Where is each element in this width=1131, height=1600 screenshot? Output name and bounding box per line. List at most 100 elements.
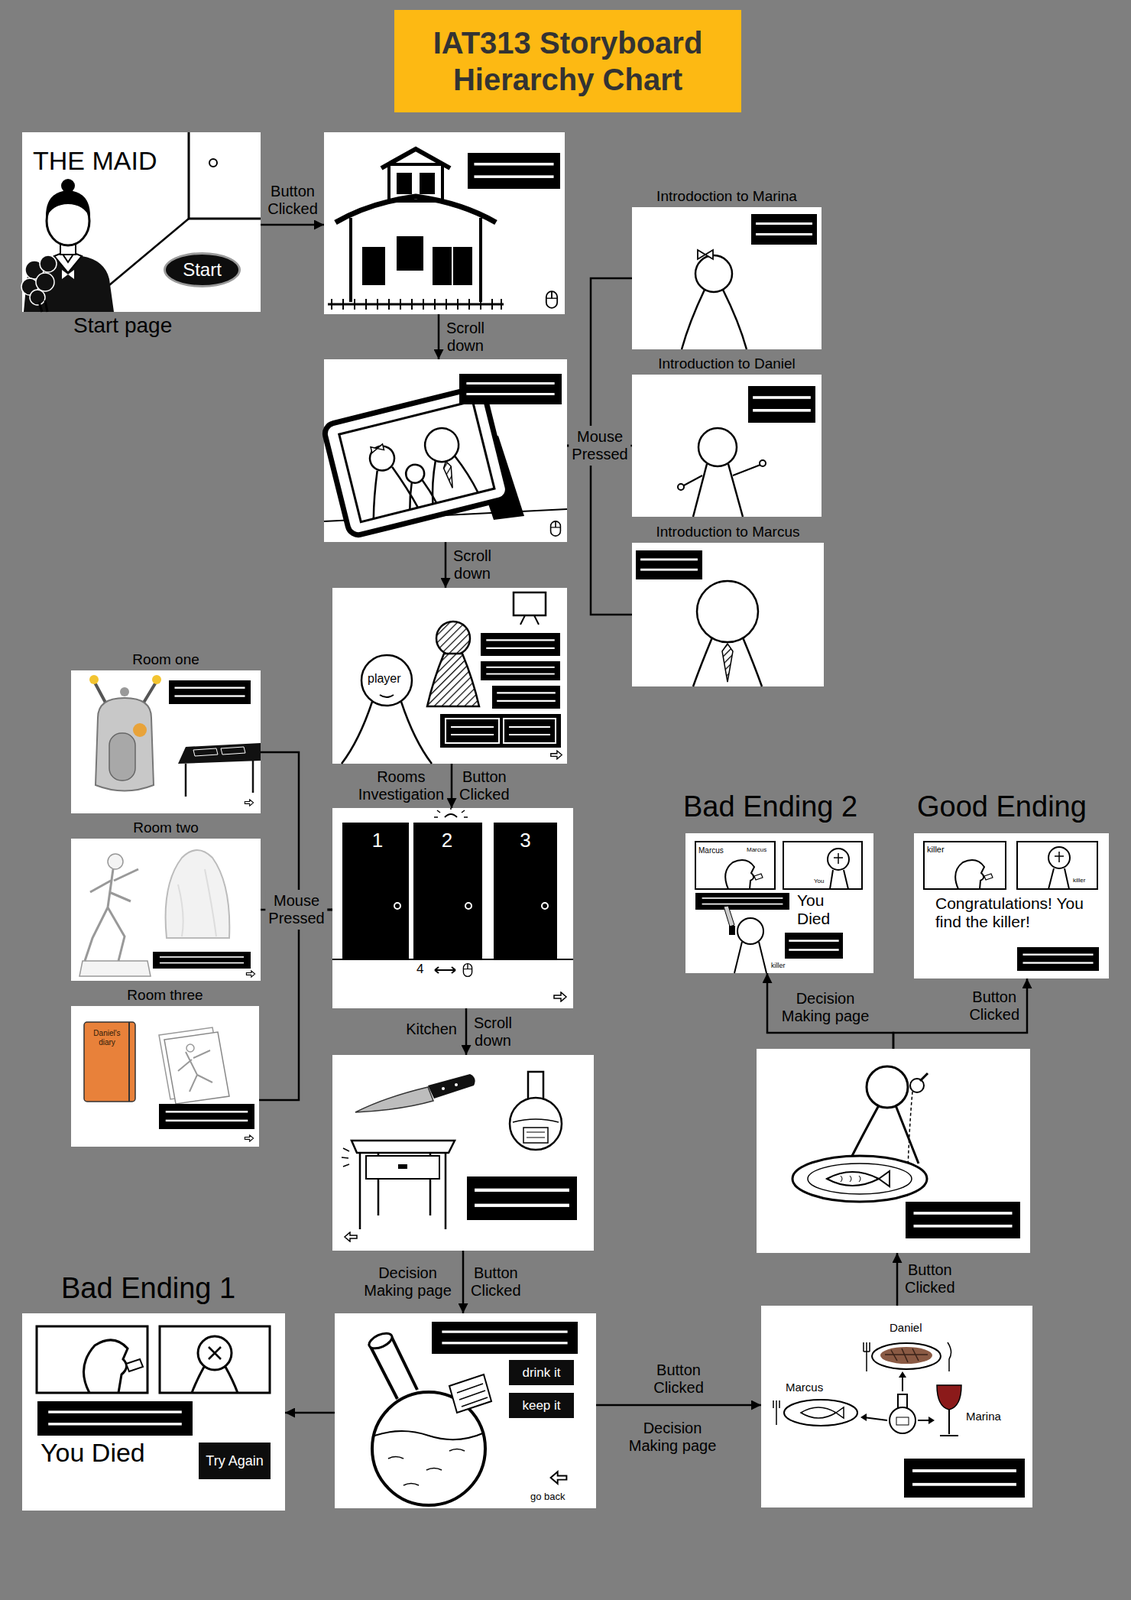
frame-text: 3 xyxy=(493,829,558,853)
bad-ending-2-art xyxy=(723,905,735,927)
edge-label: Button Clicked xyxy=(267,182,318,218)
title-text: IAT313 Storyboard Hierarchy Chart xyxy=(403,24,733,98)
potion-art xyxy=(431,1321,578,1354)
frame-text: Daniel's diary xyxy=(87,1028,127,1047)
edge-label: Button Clicked xyxy=(459,768,510,804)
dialogue-art xyxy=(503,718,556,743)
button: Start xyxy=(163,252,241,288)
potion-art xyxy=(334,1312,597,1508)
doors-art xyxy=(411,822,483,960)
storyboard-frame xyxy=(324,359,568,542)
daniel-art xyxy=(693,463,743,517)
house-art xyxy=(331,298,502,310)
connector xyxy=(767,972,894,1049)
frame-text: You xyxy=(813,877,825,885)
bad-ending-2-art xyxy=(695,892,790,910)
kitchen-art xyxy=(441,1086,445,1090)
storyboard-frame: Introdoction to Marina xyxy=(631,207,822,350)
kitchen-art xyxy=(355,1086,434,1112)
start-page-art xyxy=(21,132,261,312)
house-art xyxy=(335,196,496,223)
doors-art xyxy=(463,963,472,977)
storyboard-frame: Bad Ending 2MarcusMarcusYouYou Diedkille… xyxy=(685,832,874,973)
room-two-art xyxy=(152,951,251,969)
table-art xyxy=(871,1342,941,1369)
room-one-art xyxy=(109,732,136,781)
doors-art xyxy=(465,902,472,909)
room-three-art xyxy=(71,1005,260,1147)
frame-heading: Bad Ending 1 xyxy=(61,1271,236,1306)
table-art xyxy=(928,1416,935,1424)
bad-ending-1-art xyxy=(83,1339,128,1393)
edge-label: Scroll down xyxy=(446,319,485,355)
doors-art xyxy=(434,807,468,817)
pour-art xyxy=(866,1066,908,1108)
frame-text: 2 xyxy=(411,829,483,853)
room-two-art xyxy=(107,853,124,869)
house-art xyxy=(324,132,565,315)
frame-text: 1 xyxy=(342,829,413,853)
start-page-art xyxy=(21,255,57,305)
room-one-art xyxy=(132,722,147,737)
room-one-art xyxy=(71,670,261,814)
connector xyxy=(450,763,454,808)
potion-art xyxy=(334,1312,597,1508)
house-art xyxy=(451,246,454,286)
dialogue-art xyxy=(480,632,561,656)
frame-text: killer xyxy=(771,961,786,969)
daniel-art xyxy=(631,374,822,517)
room-three-art xyxy=(84,1021,136,1102)
connector xyxy=(260,751,333,910)
frame-heading: Introduction to Marcus xyxy=(631,523,824,541)
room-three-art xyxy=(186,1043,195,1052)
bad-ending-1-art xyxy=(22,1312,286,1511)
doors-art xyxy=(444,813,457,817)
button-label: Try Again xyxy=(205,1452,263,1469)
pour-art xyxy=(756,1048,1031,1253)
room-two-art xyxy=(79,960,151,976)
good-ending-art xyxy=(1017,841,1098,889)
photo-frame-art xyxy=(421,424,462,465)
storyboard-frame: go backdrink itkeep it xyxy=(334,1312,597,1508)
dialogue-art xyxy=(427,653,480,707)
kitchen-art xyxy=(398,1163,408,1169)
pour-art xyxy=(792,1155,927,1202)
photo-frame-art xyxy=(422,452,478,504)
photo-frame-art xyxy=(370,443,384,454)
dialogue-art xyxy=(450,726,551,735)
table-art xyxy=(880,1346,933,1364)
edge-label: Button Clicked xyxy=(470,1263,522,1300)
potion-art xyxy=(366,1329,395,1352)
potion-art xyxy=(374,1430,485,1439)
start-page-art xyxy=(21,178,114,312)
doors-art xyxy=(493,822,558,960)
bad-ending-1-art xyxy=(36,1325,148,1393)
room-three-art xyxy=(128,1021,130,1102)
connector xyxy=(893,978,1028,1049)
table-art xyxy=(784,1399,858,1426)
doors-art xyxy=(541,902,548,909)
frame-heading: Introdoction to Marina xyxy=(631,187,822,205)
page-label: Decision Making page xyxy=(359,1263,456,1300)
storyboard-frame: Room threeDaniel's diary xyxy=(71,1005,260,1147)
storyboard-frame: 1234 xyxy=(332,807,574,1008)
button-label: keep it xyxy=(521,1397,561,1413)
photo-frame-art xyxy=(550,521,561,536)
table-art xyxy=(884,1348,928,1362)
dialogue-art xyxy=(436,621,470,655)
bad-ending-1-art xyxy=(126,1358,143,1371)
bad-ending-2-art xyxy=(833,852,843,864)
frame-text: You Died xyxy=(797,891,830,928)
kitchen-art xyxy=(454,1082,458,1086)
daniel-art xyxy=(759,460,766,467)
connector xyxy=(260,223,325,227)
bad-ending-2-art xyxy=(734,941,767,973)
dialogue-art xyxy=(492,685,561,709)
daniel-art xyxy=(698,427,737,467)
storyboard-frame: Room one xyxy=(71,670,261,814)
doors-art xyxy=(332,807,574,1008)
room-two-art xyxy=(246,970,255,977)
connector xyxy=(285,1411,335,1414)
house-art xyxy=(324,132,565,315)
button: Try Again xyxy=(198,1442,271,1479)
